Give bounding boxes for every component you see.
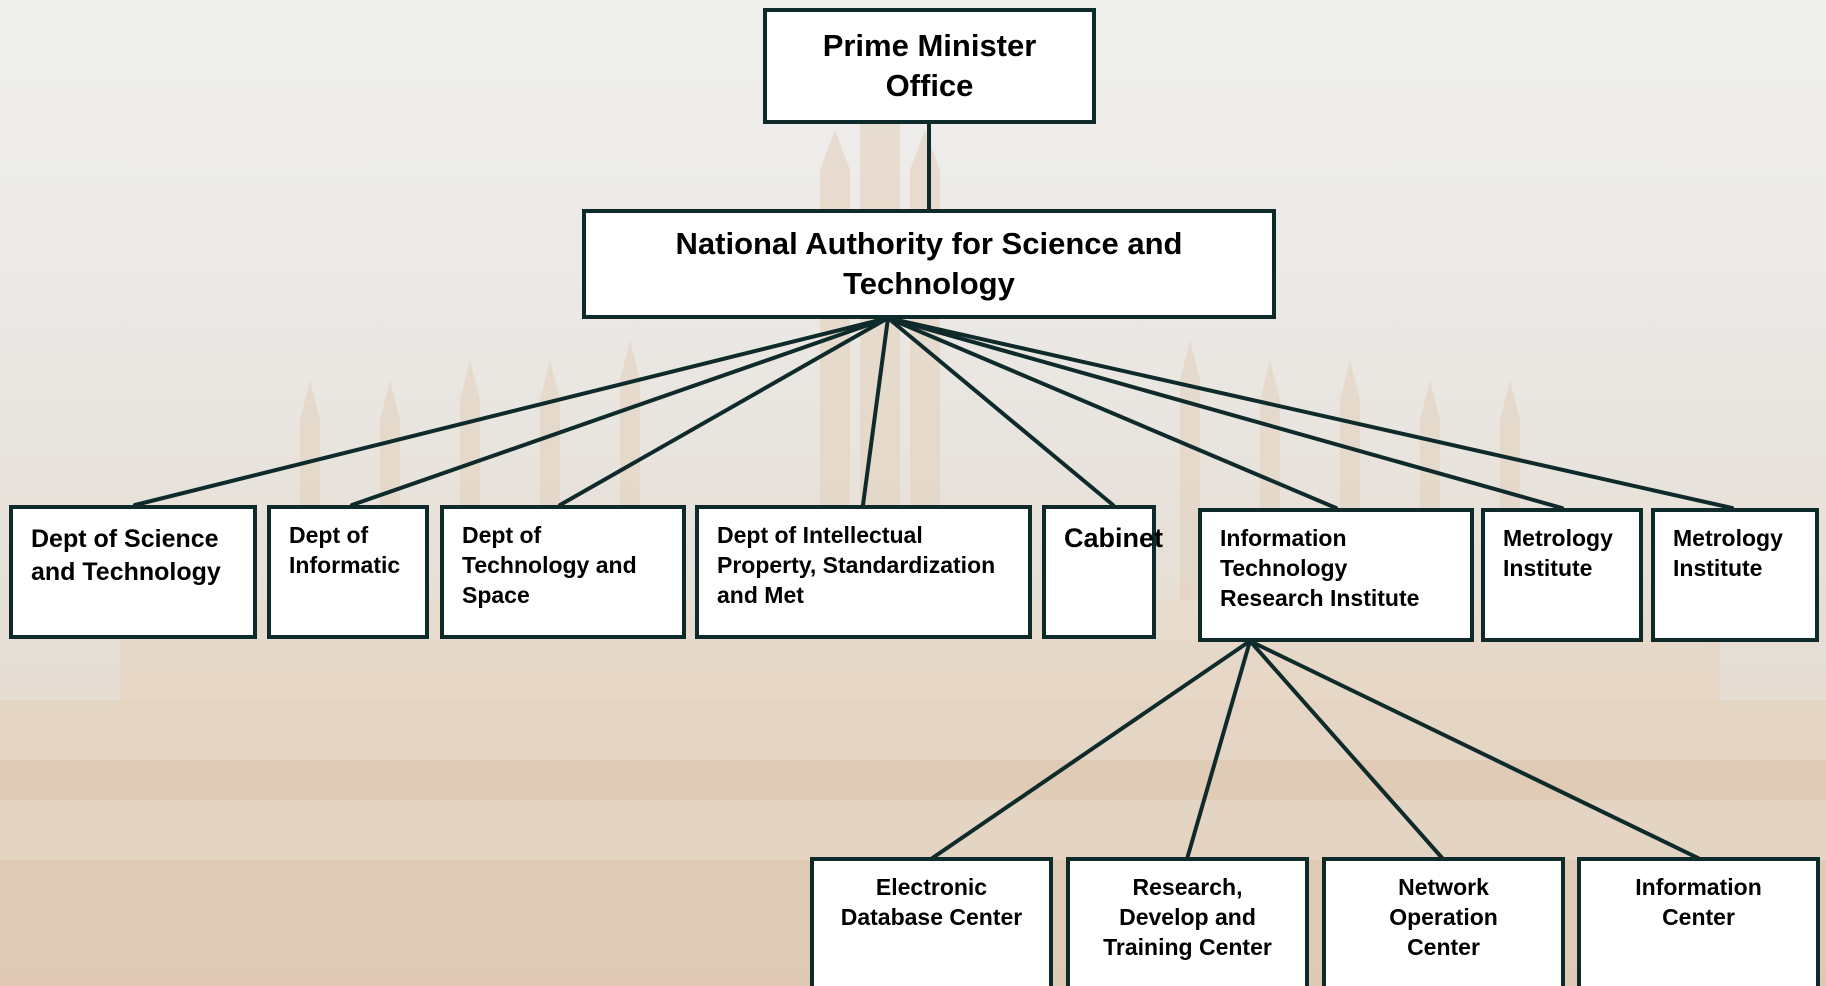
connector-itri-to-network: [1248, 639, 1445, 861]
dept-science-technology-box: Dept of Science and Technology: [9, 505, 257, 639]
dept-intellectual-property-label: Dept of Intellectual Property, Standardi…: [717, 522, 996, 608]
information-center-box: Information Center: [1577, 857, 1820, 986]
connector-itri-to-research: [1185, 639, 1252, 861]
dept-informatic-label: Dept of Informatic: [289, 522, 401, 578]
it-research-institute-box: Information Technology Research Institut…: [1198, 508, 1474, 642]
research-develop-training-center-box: Research, Develop and Training Center: [1066, 857, 1309, 986]
connector-itri-to-database: [929, 639, 1252, 861]
national-authority-box: National Authority for Science and Techn…: [582, 209, 1276, 319]
information-center-label: Information Center: [1635, 874, 1762, 930]
electronic-database-center-box: Electronic Database Center: [810, 857, 1053, 986]
metrology-institute-label-1: Metrology Institute: [1503, 525, 1613, 581]
network-operation-center-label: Network Operation Center: [1389, 874, 1498, 960]
connector-authority-to-dept-technology: [558, 316, 890, 507]
dept-science-technology-label: Dept of Science and Technology: [31, 525, 221, 586]
prime-minister-office-label: Prime Minister Office: [822, 27, 1037, 103]
connector-itri-to-information: [1248, 639, 1702, 861]
dept-intellectual-property-box: Dept of Intellectual Property, Standardi…: [695, 505, 1032, 639]
electronic-database-center-label: Electronic Database Center: [840, 874, 1023, 930]
cabinet-box: Cabinet: [1042, 505, 1163, 639]
connector-authority-to-cabinet: [886, 316, 1115, 507]
cabinet-label: Cabinet: [1064, 523, 1164, 553]
dept-technology-space-box: Dept of Technology and Space: [440, 505, 686, 639]
connector-authority-to-metrology-2: [886, 316, 1734, 510]
dept-technology-space-label: Dept of Technology and Space: [462, 522, 637, 608]
connector-authority-to-dept-informatic: [350, 316, 890, 507]
national-authority-label: National Authority for Science and Techn…: [675, 225, 1183, 301]
prime-minister-office-box: Prime Minister Office: [763, 8, 1096, 124]
connector-authority-to-dept-ip: [861, 316, 890, 507]
connector-authority-to-metrology-1: [886, 316, 1564, 510]
dept-informatic-box: Dept of Informatic: [267, 505, 429, 639]
metrology-institute-box-2: Metrology Institute: [1651, 508, 1819, 642]
connector-authority-to-dept-science: [133, 316, 890, 507]
metrology-institute-label-2: Metrology Institute: [1673, 525, 1783, 581]
research-develop-training-center-label: Research, Develop and Training Center: [1103, 874, 1272, 960]
metrology-institute-box-1: Metrology Institute: [1481, 508, 1643, 642]
connector-authority-to-it-research: [886, 316, 1338, 510]
network-operation-center-box: Network Operation Center: [1322, 857, 1565, 986]
it-research-institute-label: Information Technology Research Institut…: [1220, 525, 1420, 611]
